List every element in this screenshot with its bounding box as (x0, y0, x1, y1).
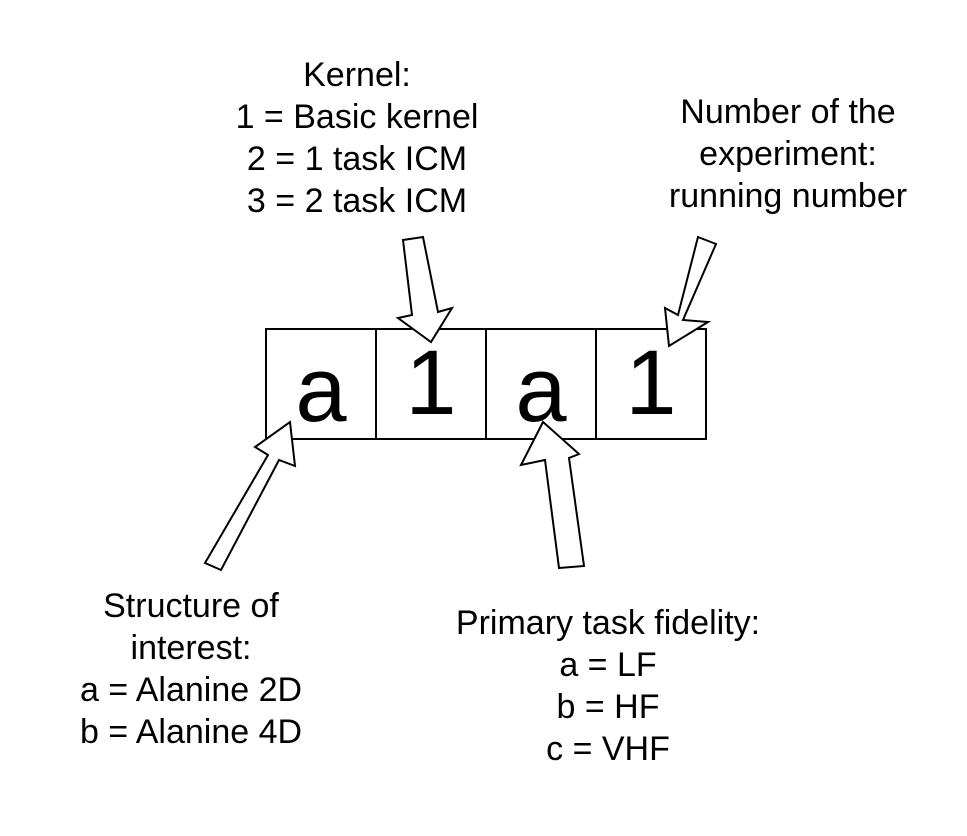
experiment-number-label: Number of the experiment: running number (669, 91, 907, 217)
structure-label-line: b = Alanine 4D (79, 713, 303, 751)
experiment-label-line: experiment: (699, 135, 877, 173)
code-box-3 (485, 328, 597, 440)
kernel-arrow (395, 235, 455, 344)
code-box-row (265, 328, 707, 440)
structure-label-line: Structure of (103, 587, 279, 625)
experiment-label-line: Number of the (680, 93, 896, 131)
structure-arrow (203, 420, 297, 572)
fidelity-label-line: Primary task fidelity: (455, 604, 761, 642)
experiment-arrow (663, 235, 718, 348)
experiment-label-line: running number (668, 177, 908, 215)
fidelity-label-line: c = VHF (546, 730, 670, 768)
code-box-4 (595, 328, 707, 440)
code-box-1 (265, 328, 377, 440)
kernel-label-line: 2 = 1 task ICM (246, 140, 468, 178)
code-box-2 (375, 328, 487, 440)
code-char-1: a (295, 339, 347, 441)
kernel-label-line: 3 = 2 task ICM (246, 182, 468, 220)
fidelity-label: Primary task fidelity: a = LF b = HF c =… (456, 602, 760, 770)
code-char-2: 1 (405, 332, 456, 434)
kernel-label-line: Kernel: (303, 56, 411, 94)
fidelity-label-line: a = LF (559, 646, 657, 684)
code-char-4: 1 (625, 332, 676, 434)
structure-label: Structure of interest: a = Alanine 2D b … (80, 585, 302, 753)
kernel-label: Kernel: 1 = Basic kernel 2 = 1 task ICM … (236, 54, 479, 222)
fidelity-label-line: b = HF (556, 688, 660, 726)
structure-label-line: a = Alanine 2D (79, 671, 303, 709)
fidelity-arrow (519, 420, 586, 570)
structure-label-line: interest: (130, 629, 252, 667)
kernel-label-line: 1 = Basic kernel (235, 98, 479, 136)
